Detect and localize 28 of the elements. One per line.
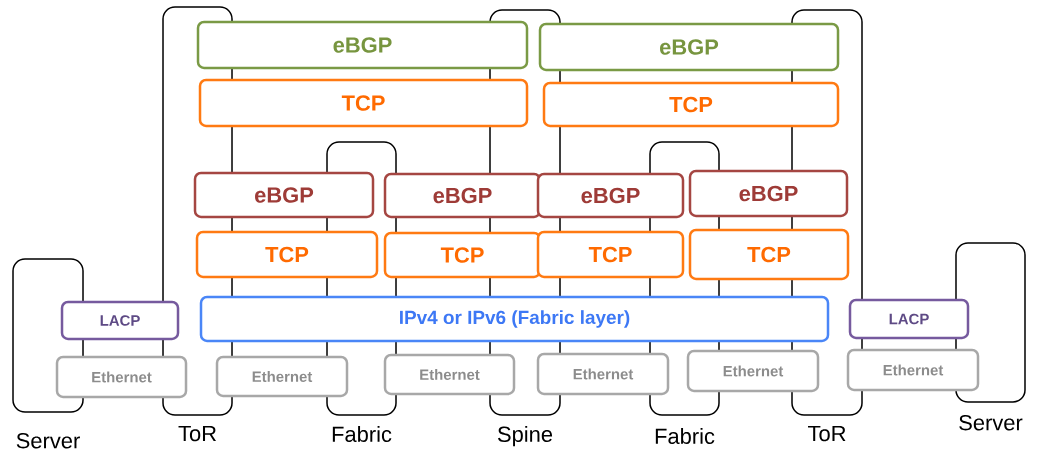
protocol-box: eBGP [196, 20, 529, 70]
protocol-box: TCP [536, 230, 685, 279]
protocol-box: TCP [198, 78, 529, 128]
protocol-box: eBGP [538, 22, 840, 72]
protocol-box: Ethernet [55, 355, 188, 399]
node-label: Spine [497, 425, 553, 447]
protocol-box: TCP [542, 81, 840, 128]
protocol-box: TCP [195, 230, 379, 279]
node-label: ToR [178, 425, 216, 442]
node-label: ToR [808, 425, 846, 442]
node-label: Server [16, 432, 80, 449]
protocol-box: eBGP [688, 169, 849, 218]
node-label: Fabric [332, 425, 392, 443]
protocol-box: Ethernet [536, 352, 670, 396]
protocol-box: eBGP [193, 171, 375, 219]
protocol-box: Ethernet [215, 355, 349, 398]
protocol-box: LACP [848, 298, 970, 340]
node-label: Fabric [655, 427, 715, 445]
protocol-box: IPv4 or IPv6 (Fabric layer) [199, 295, 830, 343]
protocol-box: eBGP [383, 172, 542, 219]
protocol-box: TCP [383, 231, 542, 279]
protocol-box: Ethernet [846, 348, 980, 392]
protocol-box: eBGP [536, 172, 685, 219]
protocol-box: Ethernet [686, 349, 820, 393]
protocol-box: TCP [688, 228, 850, 281]
node-label: Server [959, 414, 1023, 431]
protocol-box: Ethernet [383, 353, 516, 396]
protocol-box: LACP [60, 300, 180, 341]
